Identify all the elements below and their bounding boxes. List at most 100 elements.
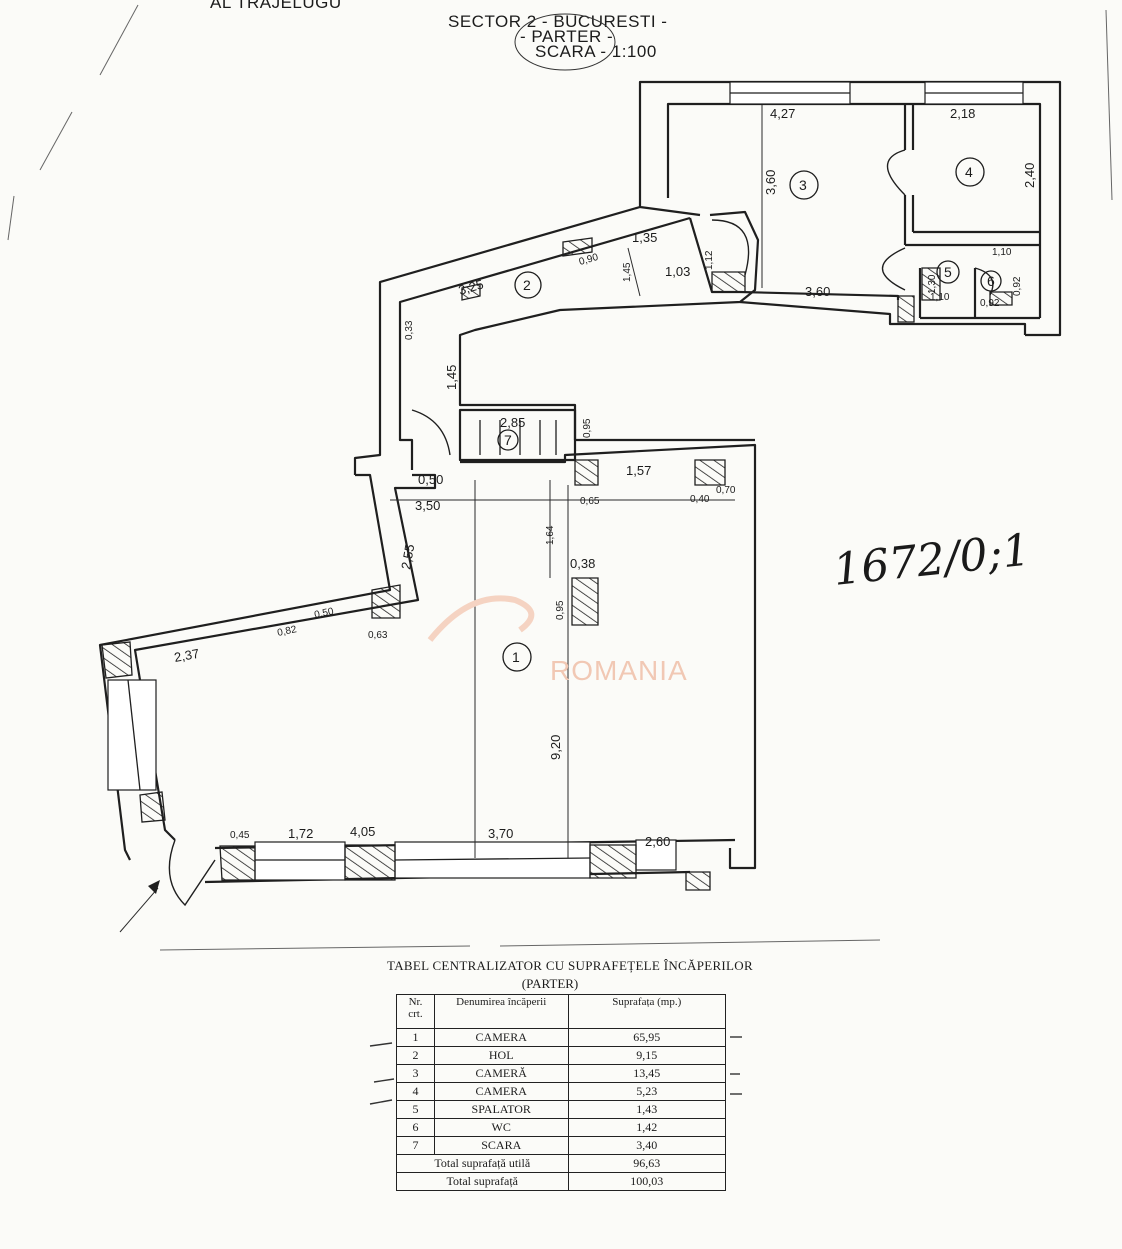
pillar-hatch [371,584,401,619]
table-cell: HOL [433,1046,569,1065]
pillar-hatch [139,791,166,823]
room-1-number: 1 [512,649,520,665]
stamp-circle [514,13,616,71]
pillar-hatch [219,845,256,881]
dimension-label: 0,92 [980,298,1000,309]
dimension-label: 0,33 [404,320,415,340]
pillar-hatch [574,459,599,486]
room-4-number: 4 [965,164,973,180]
col-header-name: Denumirea încăperii [433,994,569,1029]
table-cell: SCARA [433,1136,569,1155]
pillar-hatch [589,844,637,879]
watermark-text: ROMANIA [550,655,688,686]
table-cell: 7 [396,1136,435,1155]
dimension-label: 0,38 [570,556,595,571]
room-5-number: 5 [944,264,952,280]
room-1-walls [98,438,757,933]
pillar-hatch [694,459,726,486]
table-title: TABEL CENTRALIZATOR CU SUPRAFEȚELE ÎNCĂP… [387,958,753,973]
dimension-label: 0,92 [1012,276,1023,296]
room-3-number: 3 [799,177,807,193]
dimension-label: 2,85 [500,415,525,430]
dimension-label: 2,37 [173,646,201,665]
table-cell: Total suprafață [396,1172,569,1191]
table-cell: 1,43 [567,1100,727,1119]
pillar-hatch [101,641,133,679]
room-7-stair [411,408,577,462]
handwritten-reference: 1672/0;1 [831,525,1033,596]
room-3-walls [638,80,1062,337]
dimension-labels: 4,27 3,60 3,60 2,18 2,40 1,30 1,10 1,10 … [173,106,1037,849]
dimension-label: 0,50 [418,472,443,487]
dimension-label: 0,95 [555,600,566,620]
table-cell: 96,63 [567,1154,727,1173]
dimension-label: 1,12 [704,250,715,270]
pencil-ticks [369,1036,742,1105]
pillar-hatch [461,283,481,301]
table-cell: 3,40 [567,1136,727,1155]
dimension-label: 0,65 [580,496,600,507]
plan-title: SECTOR 2 - BUCURESTI - [448,12,667,31]
dimension-label: 9,20 [548,735,563,760]
dimension-label: 1,10 [930,292,950,303]
dimension-label: 1,45 [622,262,633,282]
pillar-hatch [562,237,593,257]
dimension-label: 2,18 [950,106,975,121]
dimension-label: 1,03 [665,264,690,279]
table-cell: Total suprafață utilă [396,1154,569,1173]
table-cell: 5 [396,1100,435,1119]
dimension-label: 1,10 [992,247,1012,258]
window-room-1 [635,839,677,871]
pillar-hatch [571,577,599,626]
pillar-hatch [989,291,1013,306]
table-cell: 100,03 [567,1172,727,1191]
dimension-label: 1,35 [632,230,657,245]
table-header-row: Nr. crt. Denumirea încăperii Suprafața (… [396,994,727,1029]
dimension-label: 0,45 [230,830,250,841]
entrance-arrow-icon [148,880,160,894]
dimension-label: 1,64 [545,525,556,545]
table-cell: CAMERA [433,1082,569,1101]
entrance-door [168,839,216,907]
dimension-label: 3,60 [763,170,778,195]
table-subtitle: (PARTER) [521,976,579,991]
col-header-nr: Nr. crt. [396,994,435,1029]
plan-scale: SCARA - 1:100 [535,42,657,61]
dimension-label: 0,95 [582,418,593,438]
table-cell: CAMERĂ [433,1064,569,1083]
room-6-number: 6 [987,273,995,289]
watermark: ROMANIA [427,595,688,686]
table-cell: SPALATOR [433,1100,569,1119]
door-room-4 [887,149,906,196]
room-2-walls [353,105,763,475]
dimension-label: 2,40 [1022,163,1037,188]
table-cell: 65,95 [567,1028,727,1047]
table-cell: CAMERA [433,1028,569,1047]
dimension-label: 2,60 [645,834,670,849]
pillar-hatch [344,844,396,881]
plan-floor: - PARTER - [520,27,613,46]
dimension-label: 0,70 [716,485,736,496]
dimension-label: 2,55 [398,543,417,571]
dimension-label: 3,60 [805,284,830,299]
table-cell: WC [433,1118,569,1137]
dimension-label: 0,50 [313,606,335,621]
table-cell: 6 [396,1118,435,1137]
table-cell: 2 [396,1046,435,1065]
room-7-number: 7 [504,432,512,448]
dimension-label: 1,45 [444,365,459,390]
table-cell: 9,15 [567,1046,727,1065]
window-room-1 [254,841,346,881]
dimension-label: 1,57 [626,463,651,478]
door-stair [411,409,451,456]
col-header-area: Suprafața (mp.) [567,994,727,1029]
room-labels: 1 2 3 4 5 6 7 [497,157,1002,672]
